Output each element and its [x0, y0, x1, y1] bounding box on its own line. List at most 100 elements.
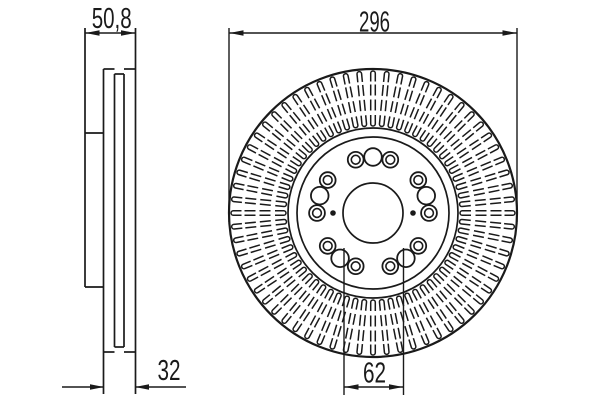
- lug-hole-inner: [385, 154, 396, 165]
- lug-hole-outer: [308, 204, 326, 222]
- overall-width-label: 50,8: [92, 3, 132, 35]
- vent-slot: [316, 80, 342, 134]
- hub-flange-edge: [296, 136, 450, 290]
- arrowhead-right: [389, 384, 403, 390]
- vent-slot: [246, 144, 298, 174]
- vent-slot: [378, 298, 390, 356]
- lug-hole-inner: [322, 174, 333, 186]
- vent-slot: [232, 182, 289, 199]
- vent-slot: [395, 76, 417, 131]
- vent-slot: [457, 227, 514, 244]
- vent-slot: [369, 299, 377, 356]
- lug-hole-outer: [318, 171, 337, 189]
- plain-hole: [416, 185, 436, 206]
- arrowhead-left: [90, 384, 104, 390]
- vent-slot: [271, 273, 313, 315]
- dimension-outer-diameter: 296: [228, 7, 518, 222]
- vent-slot: [316, 292, 342, 346]
- lug-hole-inner: [322, 240, 333, 252]
- lug-hole-outer: [381, 257, 400, 276]
- vent-slot: [356, 70, 368, 128]
- vent-slot: [342, 297, 359, 354]
- vent-slot: [387, 297, 404, 354]
- vent-slot: [412, 288, 442, 340]
- vent-slot: [369, 70, 377, 127]
- center-bore-label: 62: [363, 358, 386, 390]
- vent-slot: [281, 279, 320, 325]
- vent-slot: [236, 235, 291, 257]
- dimension-overall-width: 50,8: [85, 3, 136, 36]
- vent-slot: [444, 132, 493, 167]
- plain-hole: [310, 185, 330, 206]
- lug-hole-inner: [413, 174, 424, 186]
- vent-slot: [329, 295, 351, 350]
- lug-hole-inner: [385, 261, 396, 272]
- vent-slot: [448, 144, 500, 174]
- vent-slot: [378, 70, 390, 128]
- vent-band-inner-edge: [287, 127, 459, 299]
- vent-slot: [240, 244, 294, 270]
- vent-slot: [253, 132, 302, 167]
- vent-slot: [452, 156, 506, 182]
- vent-slot: [433, 111, 475, 153]
- lug-hole-outer: [381, 150, 400, 169]
- arrowhead-right: [502, 30, 517, 36]
- arrowhead-left: [229, 30, 244, 36]
- vent-slot: [419, 284, 454, 333]
- lug-hole-inner: [413, 240, 424, 252]
- plain-hole: [363, 147, 383, 167]
- plain-hole: [396, 248, 416, 269]
- vent-slot: [439, 121, 485, 160]
- vent-slot: [232, 227, 289, 244]
- vent-slot: [271, 111, 313, 153]
- outer-diameter-label: 296: [359, 7, 390, 39]
- vent-slot: [230, 196, 288, 208]
- vent-slot: [412, 86, 442, 138]
- vent-slot: [458, 196, 516, 208]
- vent-slot: [457, 182, 514, 199]
- vent-slot: [236, 169, 291, 191]
- lug-hole-outer: [409, 237, 428, 255]
- vent-slot: [329, 76, 351, 131]
- lug-hole-outer: [420, 204, 438, 222]
- vent-slot: [253, 259, 302, 294]
- vent-slot: [281, 101, 320, 147]
- lug-hole-outer: [318, 237, 337, 255]
- arrowhead-left: [85, 30, 100, 36]
- lug-hole-inner: [423, 207, 435, 219]
- front-view: [227, 67, 519, 359]
- vent-slot: [404, 292, 430, 346]
- vent-slot: [304, 86, 334, 138]
- vent-slot: [230, 218, 288, 230]
- vent-slot: [356, 298, 368, 356]
- vent-slot: [240, 156, 294, 182]
- dimension-center-bore: 62: [343, 248, 405, 395]
- center-bore: [342, 182, 404, 244]
- arrowhead-right: [135, 384, 149, 390]
- lug-hole-inner: [350, 261, 361, 272]
- lug-hole-inner: [311, 207, 323, 219]
- vent-slot: [395, 295, 417, 350]
- vent-slot: [448, 252, 500, 282]
- vent-slot: [404, 80, 430, 134]
- lug-hole-outer: [409, 171, 428, 189]
- vent-slot: [304, 288, 334, 340]
- vent-slot: [246, 252, 298, 282]
- pin-hole: [410, 210, 416, 216]
- pin-hole: [330, 210, 336, 216]
- vent-slot: [292, 284, 327, 333]
- vent-slot: [455, 169, 510, 191]
- vent-slot: [455, 235, 510, 257]
- lug-hole-outer: [346, 257, 365, 276]
- vent-slot: [452, 244, 506, 270]
- vent-slot: [433, 273, 475, 315]
- arrowhead-right: [121, 30, 135, 36]
- dimension-rotor-thickness: 32: [62, 355, 186, 390]
- vent-slot: [459, 209, 516, 217]
- side-view-cross-section: [84, 28, 137, 394]
- rotor-thickness-label: 32: [158, 355, 181, 387]
- vent-slot: [439, 266, 485, 305]
- vent-slot: [261, 121, 307, 160]
